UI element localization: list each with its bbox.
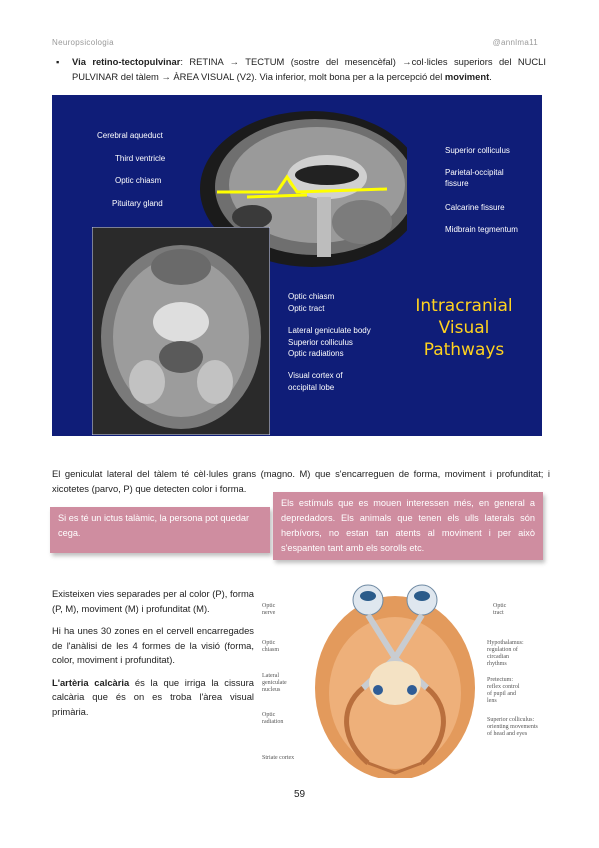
label-occipital-lobe: occipital lobe (288, 383, 335, 392)
paragraph-zones: Hi ha unes 30 zones en el cervell encarr… (52, 625, 254, 665)
brain-base-illustration (315, 584, 475, 778)
label-optic-chiasm-axial: Optic chiasm (288, 292, 335, 301)
figure-title-line: Pathways (423, 340, 505, 360)
label-lateral-geniculate-body: Lateral geniculate body (288, 326, 371, 335)
label-superior-colliculus-sagittal: Superior colliculus (445, 146, 510, 155)
label-pituitary-gland: Pituitary gland (112, 199, 163, 208)
geniculate-paragraph: El geniculat lateral del tàlem té cèl·lu… (52, 468, 550, 494)
label-third-ventricle: Third ventricle (115, 154, 166, 163)
axial-mri-image (92, 227, 270, 435)
callout-ictus: Si es té un ictus talàmic, la persona po… (50, 507, 270, 553)
label-visual-cortex-of: Visual cortex of (288, 371, 343, 380)
callout-stimuli: Els estímuls que es mouen interessen més… (273, 492, 543, 560)
label-parietal-occipital: Parietal-occipital (445, 168, 504, 177)
bullet-marker: ▪ (56, 56, 60, 67)
bullet-lead: Via retino-tectopulvinar (72, 56, 181, 67)
label-calcarine-fissure: Calcarine fissure (445, 203, 505, 212)
sagittal-mri-image (177, 97, 407, 267)
label-fissure: fissure (445, 179, 469, 188)
figure-title-line: Visual (438, 318, 490, 338)
label-optic-radiations: Optic radiations (288, 349, 344, 358)
calcarine-artery-text: és la que irriga la cissura calcària que… (52, 676, 254, 717)
bullet-text: : RETINA → TECTUM (sostre del mesencèfal… (72, 56, 546, 82)
bullet-end: . (489, 71, 492, 82)
paragraph-pathways: Existeixen vies separades per al color (… (52, 588, 254, 614)
label-optic-chiasm-sagittal: Optic chiasm (115, 176, 162, 185)
label-midbrain-tegmentum: Midbrain tegmentum (445, 225, 518, 234)
label-optic-tract: Optic tract (288, 304, 325, 313)
bullet-bold-end: moviment (444, 71, 490, 82)
bullet-paragraph: ▪ Via retino-tectopulvinar: RETINA → TEC… (56, 54, 546, 84)
paragraph-calcarine-artery: L'artèria calcària és la que irriga la c… (52, 676, 254, 720)
label-superior-colliculus-axial: Superior colliculus (288, 338, 353, 347)
calcarine-artery-bold: L'artèria calcària (52, 676, 130, 688)
intracranial-visual-pathways-figure: Cerebral aqueduct Third ventricle Optic … (52, 95, 542, 436)
page-number: 59 (293, 789, 306, 800)
figure-title-line: Intracranial (415, 296, 513, 316)
label-cerebral-aqueduct: Cerebral aqueduct (97, 131, 163, 140)
header-left: Neuropsicologia (52, 38, 114, 47)
header-right: @annlma11 (492, 38, 538, 47)
left-column-text: Existeixen vies separades per al color (… (52, 587, 254, 727)
label-striate-cortex: Striate cortex (262, 755, 295, 761)
figure-title: Intracranial Visual Pathways (404, 295, 524, 361)
